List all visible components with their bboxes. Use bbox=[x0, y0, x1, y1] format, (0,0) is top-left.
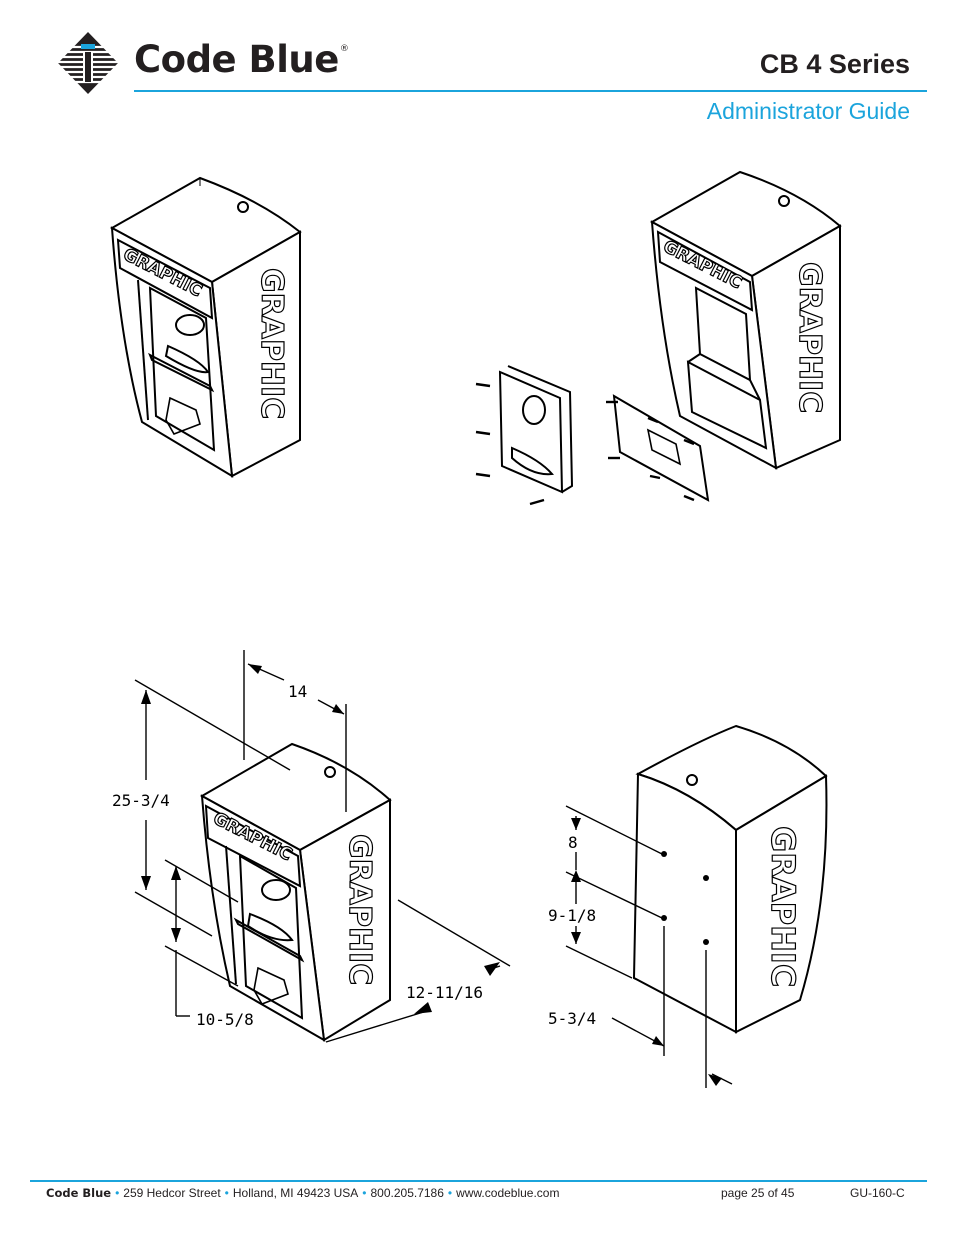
code-blue-logo-icon bbox=[58, 32, 118, 94]
dim-hole-top: 8 bbox=[568, 833, 578, 852]
brand-logo bbox=[56, 30, 120, 96]
footer-city: Holland, MI 49423 USA bbox=[232, 1186, 359, 1200]
brand-name: Code Blue® bbox=[134, 38, 349, 81]
document-id: GU-160-C bbox=[850, 1186, 905, 1200]
dim-height: 25-3/4 bbox=[112, 791, 170, 810]
guide-subtitle: Administrator Guide bbox=[706, 98, 910, 124]
footer-separator: • bbox=[362, 1186, 367, 1200]
footer-separator: • bbox=[447, 1186, 453, 1200]
series-title: CB 4 Series bbox=[759, 49, 910, 79]
figure1-side-label: GRAPHIC bbox=[254, 268, 289, 419]
brand-text: Code Blue bbox=[134, 38, 339, 81]
footer-phone: 800.205.7186 bbox=[370, 1186, 444, 1200]
dim-hole-spacing: 9-1/8 bbox=[548, 906, 596, 925]
footer-separator: • bbox=[224, 1186, 229, 1200]
figure-exploded bbox=[475, 170, 842, 506]
footer-separator: • bbox=[115, 1186, 120, 1200]
header-rule bbox=[134, 90, 927, 92]
dim-depth: 12-11/16 bbox=[406, 983, 483, 1002]
figure4-side-label: GRAPHIC bbox=[764, 826, 802, 987]
footer-contact: Code Blue•259 Hedcor Street•Holland, MI … bbox=[46, 1186, 559, 1200]
dim-panel-height: 10-5/8 bbox=[196, 1010, 254, 1029]
figure-enclosure-front bbox=[109, 176, 302, 478]
figure-dimensioned bbox=[134, 650, 511, 1043]
figure2-side-label: GRAPHIC bbox=[792, 262, 827, 413]
registered-mark: ® bbox=[339, 44, 349, 54]
figure-rear-holes bbox=[565, 724, 828, 1088]
dim-hole-horizontal: 5-3/4 bbox=[548, 1009, 596, 1028]
footer-address: 259 Hedcor Street bbox=[123, 1186, 221, 1200]
footer-brand: Code Blue bbox=[46, 1186, 112, 1200]
figure3-side-label: GRAPHIC bbox=[342, 834, 377, 985]
dim-width: 14 bbox=[288, 682, 307, 701]
footer-rule bbox=[30, 1180, 927, 1182]
page-number: page 25 of 45 bbox=[721, 1186, 795, 1200]
footer-website[interactable]: www.codeblue.com bbox=[456, 1186, 560, 1200]
